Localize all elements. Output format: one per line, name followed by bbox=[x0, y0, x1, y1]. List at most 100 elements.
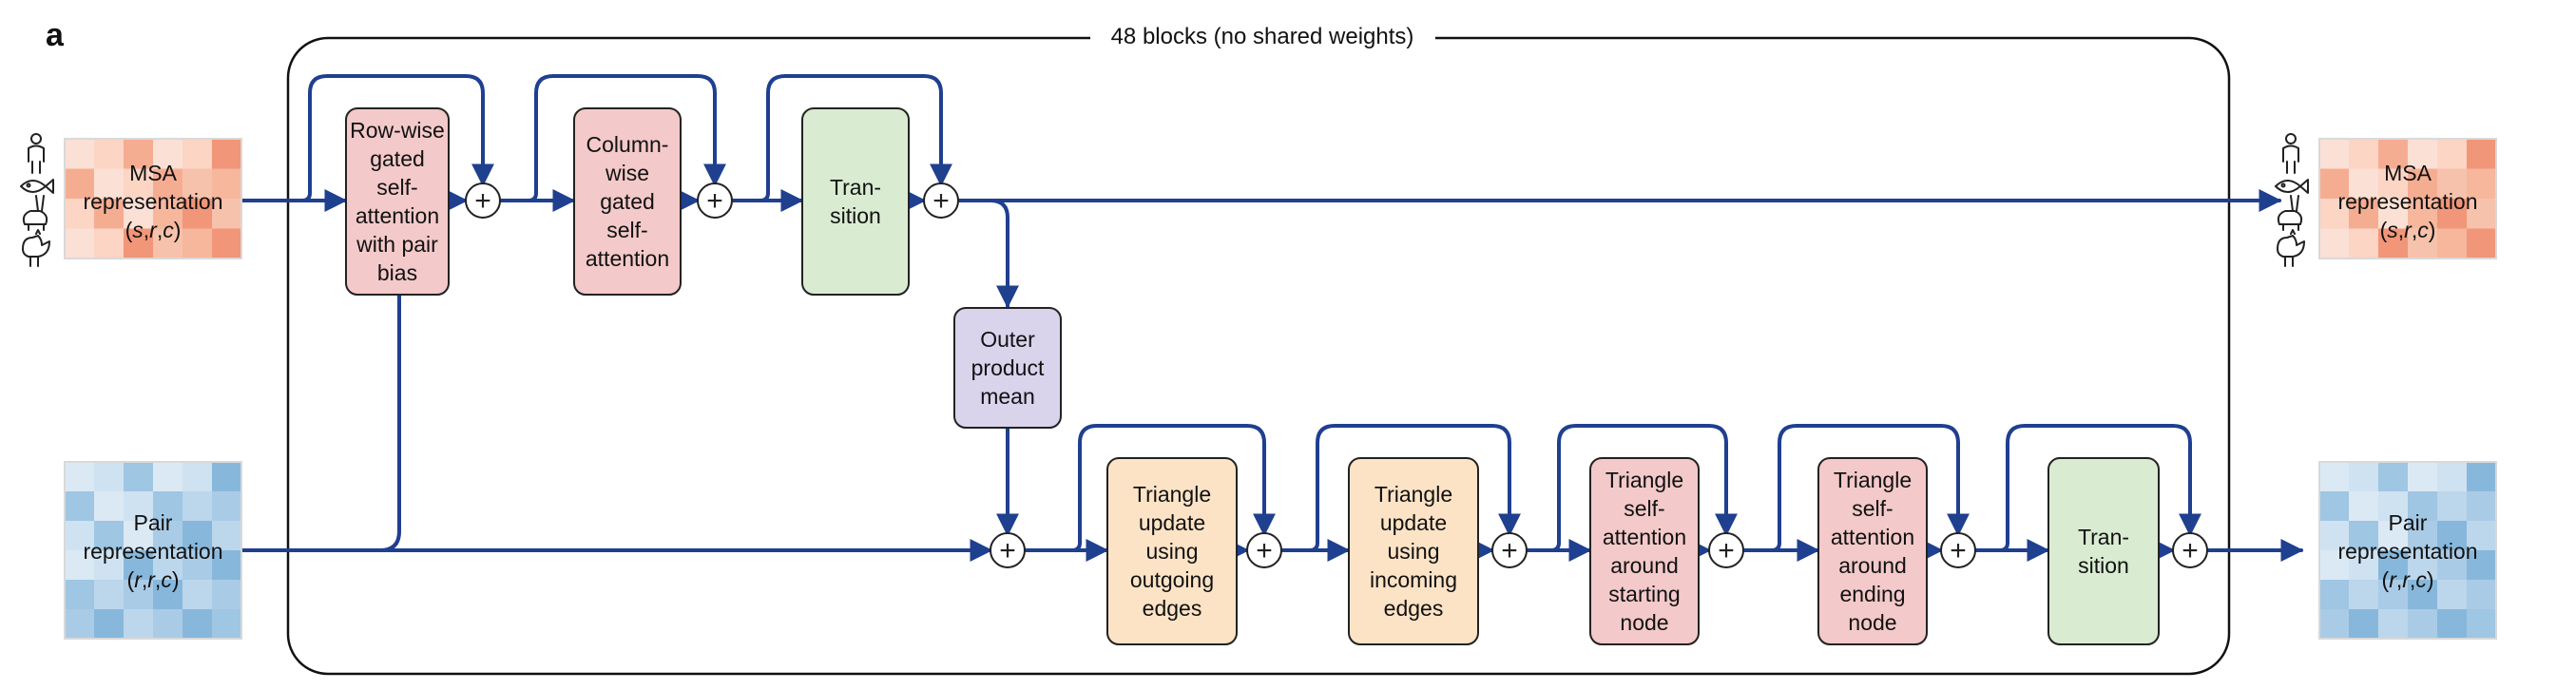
heatmap-cell bbox=[153, 199, 183, 229]
heatmap-cell bbox=[153, 228, 183, 259]
heatmap-cell bbox=[65, 228, 95, 259]
heatmap-cell bbox=[2378, 491, 2409, 522]
heatmap-cell bbox=[2437, 228, 2468, 259]
heatmap-cell bbox=[65, 580, 95, 610]
heatmap-cell bbox=[183, 580, 213, 610]
fish-icon bbox=[2275, 179, 2309, 194]
svg-text:+: + bbox=[932, 185, 950, 217]
plus-icon: + bbox=[1246, 532, 1282, 568]
pair-skip-arc-1 bbox=[1036, 424, 1276, 552]
heatmap-cell bbox=[2378, 139, 2409, 169]
heatmap-cell bbox=[212, 168, 242, 200]
heatmap-cell bbox=[183, 228, 213, 259]
heatmap-cell bbox=[94, 139, 125, 169]
heatmap-cell bbox=[2319, 139, 2350, 169]
heatmap-cell bbox=[212, 609, 242, 640]
heatmap-cell bbox=[2467, 491, 2497, 522]
heatmap-cell bbox=[183, 199, 213, 229]
residual-add-nodes: + + + + + + + + + bbox=[465, 182, 2208, 568]
svg-text:+: + bbox=[706, 185, 723, 217]
heatmap-cell bbox=[2319, 550, 2350, 581]
heatmap-cell bbox=[2437, 521, 2468, 551]
heatmap-cell bbox=[65, 609, 95, 640]
heatmap-cell bbox=[2467, 199, 2497, 229]
heatmap-cell bbox=[2408, 228, 2438, 259]
heatmap-cell bbox=[2349, 491, 2379, 522]
heatmap-cell bbox=[212, 550, 242, 581]
heatmap-cell bbox=[2408, 609, 2438, 640]
heatmap-cell bbox=[2349, 609, 2379, 640]
heatmap-cell bbox=[153, 139, 183, 169]
heatmap-cell bbox=[65, 521, 95, 551]
fish-icon bbox=[20, 179, 54, 194]
panel-letter: a bbox=[46, 17, 65, 53]
heatmap-cell bbox=[2349, 228, 2379, 259]
heatmap-cell bbox=[2408, 462, 2438, 492]
rabbit-icon bbox=[22, 195, 48, 231]
heatmap-cell bbox=[2408, 550, 2438, 581]
heatmap-cell bbox=[65, 168, 95, 200]
heatmap-cell bbox=[183, 462, 213, 492]
msa-skip-arc-1 bbox=[283, 74, 494, 202]
heatmap-cell bbox=[212, 491, 242, 522]
plus-icon: + bbox=[1940, 532, 1976, 568]
heatmap-cell bbox=[2467, 228, 2497, 259]
heatmap-cell bbox=[2467, 521, 2497, 551]
heatmap-cell bbox=[212, 228, 242, 259]
heatmap-cell bbox=[124, 168, 154, 200]
heatmap-cell bbox=[94, 609, 125, 640]
heatmap-cell bbox=[153, 521, 183, 551]
person-icon bbox=[28, 133, 45, 174]
heatmap-cell bbox=[124, 462, 154, 492]
heatmap-cell bbox=[2378, 521, 2409, 551]
heatmap-cell bbox=[2437, 462, 2468, 492]
heatmap-cell bbox=[124, 491, 154, 522]
heatmap-cell bbox=[153, 609, 183, 640]
pair-transition-label: Tran-sition bbox=[2078, 525, 2129, 578]
rooster-icon bbox=[22, 229, 50, 267]
heatmap-cell bbox=[2378, 462, 2409, 492]
heatmap-cell bbox=[2408, 168, 2438, 200]
heatmap-cell bbox=[2319, 609, 2350, 640]
heatmap-cell bbox=[212, 580, 242, 610]
heatmap-cell bbox=[212, 199, 242, 229]
heatmap-cell bbox=[124, 609, 154, 640]
heatmap-cell bbox=[2378, 580, 2409, 610]
msa-transition-block: Tran-sition bbox=[801, 107, 910, 296]
msa-transition-label: Tran-sition bbox=[830, 175, 881, 228]
rooster-icon bbox=[2277, 229, 2305, 267]
heatmap-cell bbox=[2319, 580, 2350, 610]
heatmap-cell bbox=[2378, 228, 2409, 259]
svg-text:+: + bbox=[999, 535, 1016, 566]
heatmap-cell bbox=[2349, 550, 2379, 581]
heatmap-cell bbox=[94, 168, 125, 200]
heatmap-cell bbox=[2467, 462, 2497, 492]
connector-lines bbox=[240, 74, 2304, 562]
heatmap-cell bbox=[2349, 199, 2379, 229]
plus-icon: + bbox=[2172, 532, 2208, 568]
heatmap-cell bbox=[153, 580, 183, 610]
heatmap-cell bbox=[2467, 609, 2497, 640]
pair-transition-block: Tran-sition bbox=[2047, 457, 2160, 645]
heatmap-cell bbox=[2349, 521, 2379, 551]
heatmap-cell bbox=[153, 462, 183, 492]
heatmap-cell bbox=[153, 550, 183, 581]
heatmap-cell bbox=[2349, 462, 2379, 492]
person-icon bbox=[2282, 133, 2299, 174]
heatmap-cell bbox=[2319, 462, 2350, 492]
